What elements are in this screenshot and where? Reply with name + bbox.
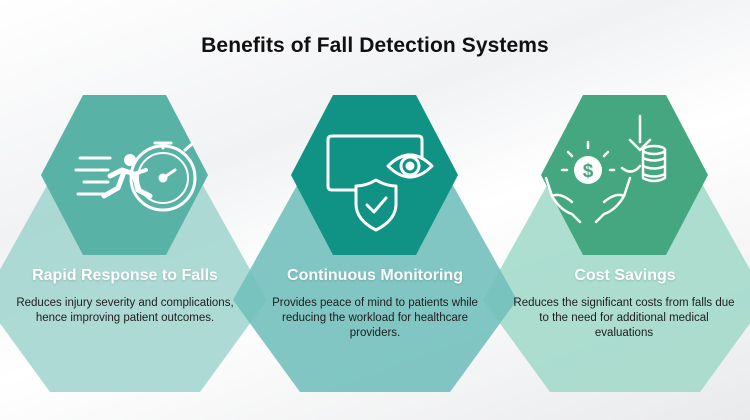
- card-2-description: Provides peace of mind to patients while…: [272, 297, 478, 339]
- card-1-description: Reduces injury severity and complication…: [16, 297, 234, 324]
- svg-text:$: $: [583, 161, 594, 182]
- card-3-large-hexagon: [483, 180, 750, 392]
- card-3-description: Reduces the significant costs from falls…: [513, 297, 735, 339]
- monitor-eye-shield-icon: [326, 134, 434, 232]
- card-1-large-hexagon: [0, 180, 267, 392]
- card-3-icon-hexagon: [541, 95, 708, 255]
- card-2-large-hexagon: [233, 180, 517, 392]
- running-person-stopwatch-icon: [74, 141, 197, 212]
- page-title: Benefits of Fall Detection Systems: [201, 34, 549, 57]
- hands-dollar-coins-icon: $: [544, 114, 667, 224]
- card-3-heading: Cost Savings: [574, 267, 676, 284]
- card-2-heading: Continuous Monitoring: [287, 267, 463, 284]
- card-1-heading: Rapid Response to Falls: [32, 267, 218, 284]
